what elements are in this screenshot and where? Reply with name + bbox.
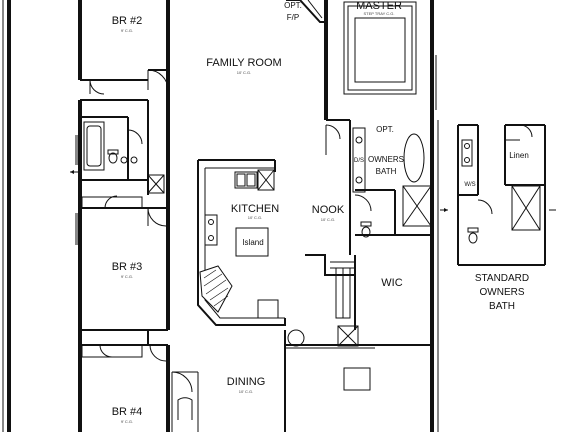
bedroom-wing-walls xyxy=(75,69,168,358)
nook-label: NOOK xyxy=(312,204,345,216)
island-label: Island xyxy=(242,238,263,247)
family-room-ceiling: 10' C.G. xyxy=(237,70,252,75)
fireplace-label-2: F/P xyxy=(287,13,299,22)
br3-ceiling: 9' C.G. xyxy=(121,274,133,279)
linen-label: Linen xyxy=(509,151,529,160)
kitchen-walls xyxy=(197,159,356,326)
owners-bath-label-1: OPT. xyxy=(376,125,394,134)
dimension-arrows xyxy=(70,170,448,212)
br2-ceiling: 9' C.G. xyxy=(121,28,133,33)
owners-bath-label-3: BATH xyxy=(376,167,397,176)
standard-bath-title-2: OWNERS xyxy=(480,287,525,298)
dining-laundry xyxy=(171,325,432,432)
standard-owners-bath xyxy=(457,124,556,266)
br4-label: BR #4 xyxy=(112,406,143,418)
dining-ceiling: 10' C.G. xyxy=(239,389,254,394)
std-ws-label: W/S xyxy=(464,182,475,188)
br2-label: BR #2 xyxy=(112,15,143,27)
family-room-label: FAMILY ROOM xyxy=(206,57,281,69)
master-suite xyxy=(335,1,432,319)
standard-bath-title-3: BATH xyxy=(489,301,515,312)
family-room-walls xyxy=(286,0,432,330)
kitchen-label: KITCHEN xyxy=(231,203,279,215)
standard-bath-title-1: STANDARD xyxy=(475,273,529,284)
fireplace-label-1: OPT. xyxy=(284,1,302,10)
master-ceiling: STEP TRAY C.G. xyxy=(363,11,394,16)
exterior-walls xyxy=(2,0,439,432)
owners-bath-label-2: OWNERS xyxy=(368,155,404,164)
wic-label: WIC xyxy=(381,277,402,289)
dishwasher-label: D/S xyxy=(354,158,364,164)
kitchen-ceiling: 10' C.G. xyxy=(248,215,263,220)
nook-ceiling: 10' C.G. xyxy=(321,217,336,222)
master-label: MASTER xyxy=(356,0,402,12)
br4-ceiling: 9' C.G. xyxy=(121,419,133,424)
br3-label: BR #3 xyxy=(112,261,143,273)
dining-label: DINING xyxy=(227,376,266,388)
bedroom-doors xyxy=(89,69,169,362)
